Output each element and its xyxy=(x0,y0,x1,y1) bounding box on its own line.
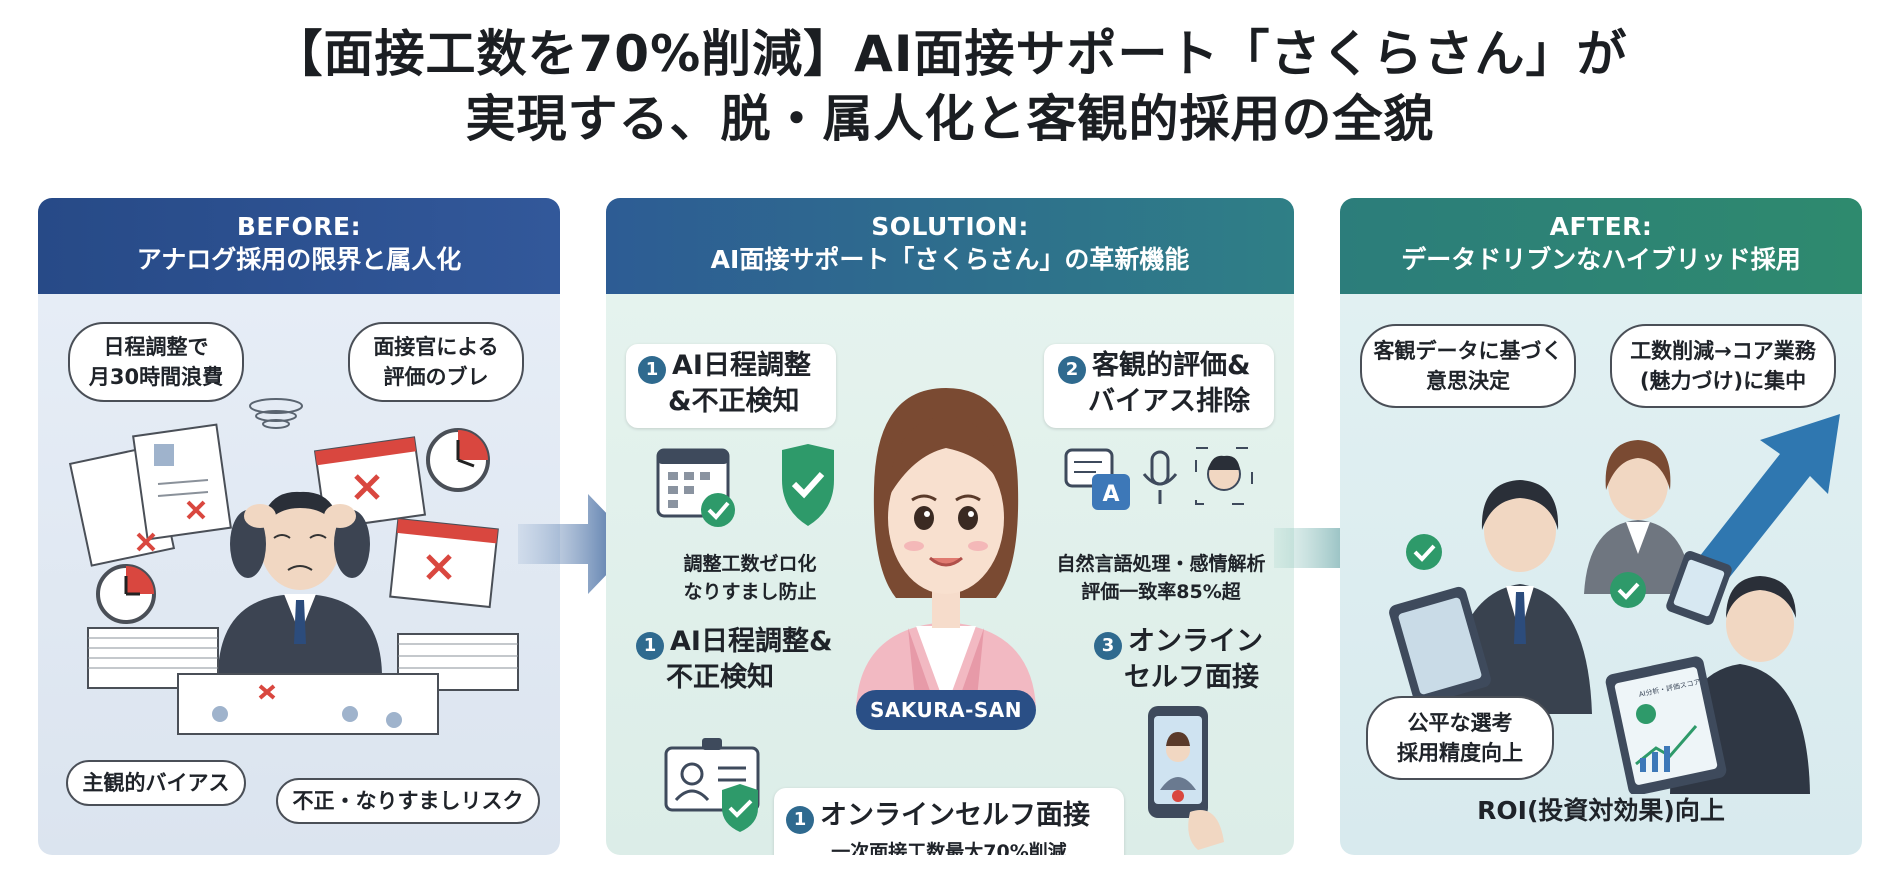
businessman-icon xyxy=(1389,480,1592,714)
businesswoman-icon xyxy=(1584,440,1732,625)
feature-title: 不正検知 xyxy=(666,662,774,693)
feature-number: 1 xyxy=(786,805,814,834)
calendar-check-icon xyxy=(656,444,834,527)
solution-label: SOLUTION: xyxy=(871,212,1029,241)
page-title: 【面接工数を70%削減】AI面接サポート「さくらさん」が 実現する、脱・属人化と… xyxy=(0,22,1900,152)
feature-caption: 自然言語処理・感情解析 評価一致率85%超 xyxy=(1036,550,1286,606)
after-body: AI分析・評価スコア 客観データに基づく 意思決定 工数削減→コア業務 (魅力づ… xyxy=(1340,294,1862,855)
feature-title: AI日程調整 xyxy=(672,350,811,381)
after-illustration: AI分析・評価スコア xyxy=(1389,414,1840,794)
bubble-text: 評価のブレ xyxy=(383,365,489,389)
paper-stack-icon xyxy=(87,627,519,735)
smartphone-interview-icon xyxy=(1148,706,1224,850)
feature-title: バイアス排除 xyxy=(1088,386,1250,417)
clock-icon xyxy=(426,428,490,492)
data-decision-bubble: 客観データに基づく 意思決定 xyxy=(1360,324,1576,408)
feature-card xyxy=(626,344,836,428)
feature-caption: 一次面接工数最大70%削減 xyxy=(831,841,1067,855)
bubble-text: (魅力づけ)に集中 xyxy=(1639,369,1807,393)
feature-title: 客観的評価& xyxy=(1092,350,1251,381)
caption-line: なりすまし防止 xyxy=(683,581,817,603)
resume-document-icon xyxy=(68,423,232,567)
translate-letter: A xyxy=(1102,482,1119,507)
before-body: 日程調整で 月30時間浪費 面接官による 評価のブレ 主観的バイアス 不正・なり… xyxy=(38,294,560,855)
sakura-mascot-icon xyxy=(856,388,1036,708)
feature-title: セルフ面接 xyxy=(1124,662,1259,693)
time-waste-bubble: 日程調整で 月30時間浪費 xyxy=(68,322,244,402)
feature-number: 3 xyxy=(1094,631,1122,660)
solution-subtitle: AI面接サポート「さくらさん」の革新機能 xyxy=(710,245,1190,274)
caption-line: 評価一致率85%超 xyxy=(1081,581,1241,603)
feature-card xyxy=(774,788,1124,855)
feature-card xyxy=(1044,344,1274,428)
feature-number: 2 xyxy=(1058,355,1086,384)
solution-header: SOLUTION: AI面接サポート「さくらさん」の革新機能 xyxy=(606,198,1294,294)
fraud-risk-pill: 不正・なりすましリスク xyxy=(276,778,540,824)
stress-swirl-icon xyxy=(249,398,303,429)
check-badge-icon xyxy=(1406,534,1442,570)
stressed-businessman-icon xyxy=(218,491,382,674)
before-label: BEFORE: xyxy=(236,212,362,241)
title-line-2: 実現する、脱・属人化と客観的採用の全貌 xyxy=(465,90,1435,148)
bubble-text: 意思決定 xyxy=(1426,369,1510,393)
check-badge-icon xyxy=(1610,572,1646,608)
feature-title: オンラインセルフ面接 xyxy=(820,800,1090,831)
mascot-name-badge: SAKURA-SAN xyxy=(856,690,1036,730)
before-illustration xyxy=(68,398,519,735)
feature-title: オンライン xyxy=(1128,626,1263,657)
before-panel: BEFORE: アナログ採用の限界と属人化 xyxy=(38,198,560,855)
subjective-bias-pill: 主観的バイアス xyxy=(66,760,246,806)
feature-title: &不正検知 xyxy=(668,386,800,417)
bubble-text: 公平な選考 xyxy=(1407,711,1513,735)
bubble-text: 工数削減→コア業務 xyxy=(1630,339,1816,363)
feature-number: 1 xyxy=(638,355,666,384)
title-line-1: 【面接工数を70%削減】AI面接サポート「さくらさん」が xyxy=(272,25,1628,83)
fair-selection-bubble: 公平な選考 採用精度向上 xyxy=(1366,696,1554,780)
roi-caption: ROI(投資対効果)向上 xyxy=(1477,796,1725,825)
evaluation-variance-bubble: 面接官による 評価のブレ xyxy=(348,322,524,402)
after-subtitle: データドリブンなハイブリッド採用 xyxy=(1401,245,1801,274)
feature-caption: 調整工数ゼロ化 なりすまし防止 xyxy=(640,550,860,606)
after-label: AFTER: xyxy=(1549,212,1653,241)
bubble-text: 面接官による xyxy=(373,335,499,359)
bubble-text: 客観データに基づく xyxy=(1373,339,1563,363)
voice-analysis-icon: A xyxy=(1064,447,1253,510)
caption-line: 自然言語処理・感情解析 xyxy=(1056,553,1266,575)
clock-icon xyxy=(96,564,156,624)
bubble-text: 日程調整で xyxy=(103,335,209,359)
core-work-bubble: 工数削減→コア業務 (魅力づけ)に集中 xyxy=(1610,324,1836,408)
bubble-text: 採用精度向上 xyxy=(1397,741,1523,765)
after-panel: AFTER: データドリブンなハイブリッド採用 xyxy=(1340,198,1862,855)
feature-title: AI日程調整& xyxy=(670,626,833,657)
feature-number: 1 xyxy=(636,631,664,660)
before-header: BEFORE: アナログ採用の限界と属人化 xyxy=(38,198,560,294)
caption-line: 調整工数ゼロ化 xyxy=(683,553,817,575)
after-header: AFTER: データドリブンなハイブリッド採用 xyxy=(1340,198,1862,294)
analyst-icon xyxy=(1605,576,1810,794)
bubble-text: 月30時間浪費 xyxy=(88,365,224,389)
before-subtitle: アナログ採用の限界と属人化 xyxy=(136,245,462,274)
id-card-shield-icon xyxy=(664,738,760,832)
